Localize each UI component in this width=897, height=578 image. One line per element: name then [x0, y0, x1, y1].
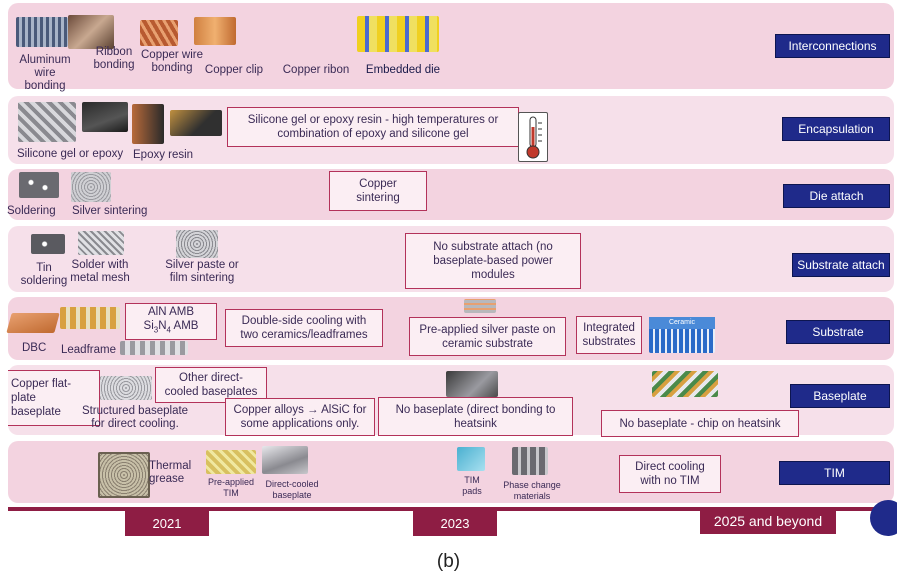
year-2023: 2023	[413, 511, 497, 536]
row-die-attach	[8, 169, 894, 220]
copper-ribon-label: Copper ribon	[282, 64, 350, 76]
direct-cooled-baseplate-image	[262, 446, 308, 474]
silver-paste-substrate-image	[464, 299, 496, 313]
embedded-die-label: Embedded die	[365, 64, 441, 76]
thermal-grease-image	[98, 452, 150, 498]
epoxy-resin-image	[132, 104, 164, 144]
encapsulation-box: Silicone gel or epoxy resin - high tempe…	[227, 107, 519, 147]
row-interconnections	[8, 3, 894, 89]
ribbon-bonding-image	[68, 15, 114, 49]
chip-on-heatsink-image	[652, 371, 718, 397]
ceramic-label: Ceramic	[649, 317, 715, 329]
soldering-image	[19, 172, 59, 198]
structured-baseplate-image	[100, 376, 152, 400]
leadframe-image	[60, 307, 120, 329]
year-2021: 2021	[125, 511, 209, 536]
label-encapsulation: Encapsulation	[782, 117, 890, 141]
leadframe-strip-image	[120, 341, 188, 355]
silver-sintering-image	[71, 172, 111, 202]
module-image	[170, 110, 222, 136]
dbc-image	[6, 313, 60, 333]
direct-bonding-module-image	[446, 371, 498, 397]
copper-clip-image	[194, 17, 236, 45]
preapplied-tim-image	[206, 450, 256, 474]
copper-wire-image	[140, 20, 178, 46]
integrated-substrate-image: Ceramic	[649, 317, 715, 353]
tin-soldering-image	[31, 234, 65, 254]
aluminum-wire-image	[16, 17, 68, 47]
no-baseplate-chip-box: No baseplate - chip on heatsink	[601, 410, 799, 437]
silicone-gel-label: Silicone gel or epoxy	[17, 148, 124, 160]
corner-circle-icon	[870, 500, 897, 536]
label-baseplate: Baseplate	[790, 384, 890, 408]
row-tim	[8, 441, 894, 503]
label-substrate-attach: Substrate attach	[792, 253, 890, 277]
label-interconnections: Interconnections	[775, 34, 890, 58]
label-die-attach: Die attach	[783, 184, 890, 208]
label-tim: TIM	[779, 461, 890, 485]
tim-pads-image	[457, 447, 485, 471]
epoxy-resin-label: Epoxy resin	[133, 149, 194, 161]
label-substrate: Substrate	[786, 320, 890, 344]
soldering-label: Soldering	[7, 205, 56, 217]
silicone-gel-image	[18, 102, 76, 142]
copper-clip-label: Copper clip	[204, 64, 264, 76]
figure-caption: (b)	[436, 551, 461, 572]
thermometer-icon	[518, 112, 548, 162]
solder-mesh-image	[78, 231, 124, 255]
other-direct-cooled-box: Other direct-cooled baseplates	[155, 367, 267, 403]
dbc-label: DBC	[22, 342, 47, 354]
timeline-bar	[8, 507, 884, 511]
year-2025-beyond: 2025 and beyond	[700, 508, 836, 534]
leadframe-label: Leadframe	[61, 344, 116, 356]
epoxy-module-image	[82, 102, 128, 132]
phase-change-image	[512, 447, 548, 475]
embedded-die-image	[357, 16, 439, 52]
silver-sintering-label: Silver sintering	[72, 205, 148, 217]
silver-paste-image	[176, 230, 218, 258]
